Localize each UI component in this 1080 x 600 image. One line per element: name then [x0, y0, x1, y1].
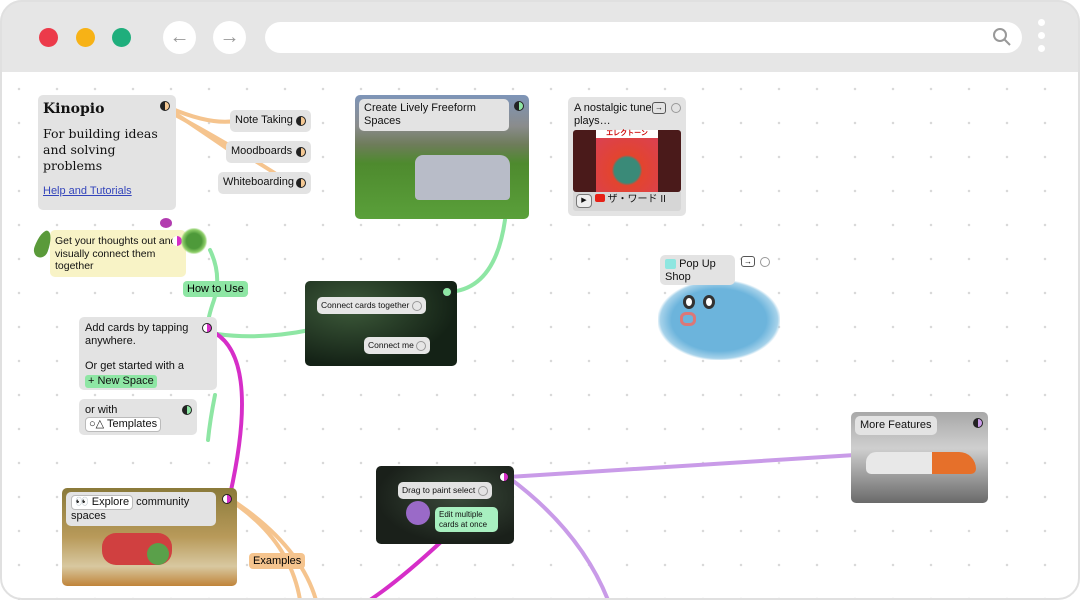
- new-space-button[interactable]: + New Space: [85, 374, 157, 388]
- paint-select-card[interactable]: Drag to paint select Edit multiple cards…: [376, 466, 514, 544]
- popup-shop-image: [658, 280, 780, 360]
- open-link-icon[interactable]: →: [652, 102, 666, 114]
- connector-icon[interactable]: [973, 418, 983, 428]
- moodboards-card[interactable]: Moodboards: [226, 141, 311, 163]
- minimize-window-button[interactable]: [76, 28, 95, 47]
- connection-line: [215, 328, 312, 339]
- explore-card[interactable]: 👀 Explore community spaces: [62, 488, 237, 586]
- button-label: Explore: [91, 496, 130, 508]
- browser-toolbar: ← →: [0, 0, 1080, 72]
- connection-line: [446, 218, 507, 294]
- youtube-icon: [594, 194, 605, 202]
- connector-icon[interactable]: [296, 147, 306, 157]
- arrow-left-icon: ←: [169, 26, 190, 48]
- card-label: Note Taking: [235, 114, 293, 126]
- card-title: More Features: [855, 416, 937, 436]
- arrow-right-icon: →: [219, 26, 240, 48]
- explore-button[interactable]: 👀 Explore: [71, 495, 134, 511]
- address-bar[interactable]: [265, 22, 1022, 53]
- card-text: Pop Up Shop: [665, 258, 716, 284]
- connection-line: [506, 475, 610, 600]
- connect-me-card[interactable]: Connect me: [364, 337, 431, 354]
- connector-icon[interactable]: [202, 323, 212, 333]
- connector-icon[interactable]: [296, 178, 306, 188]
- race-car-image: [866, 452, 976, 474]
- card-text: community spaces: [71, 496, 190, 523]
- add-cards-card[interactable]: Add cards by tapping anywhere. Or get st…: [79, 317, 217, 390]
- album-thumbnail: エレクトーン: [573, 130, 681, 192]
- plant-sticker: [180, 228, 208, 254]
- kinopio-card[interactable]: Kinopio For building ideas and solving p…: [38, 95, 176, 210]
- flower-image: [406, 501, 430, 525]
- connection-line: [206, 393, 217, 442]
- card-label: Moodboards: [231, 145, 293, 157]
- flower-sticker: [160, 218, 172, 228]
- card-text: Edit multiple cards at once: [439, 510, 488, 529]
- how-to-use-label[interactable]: How to Use: [183, 281, 248, 297]
- frog-toy: [147, 543, 169, 565]
- card-title: Kinopio: [43, 101, 105, 117]
- popup-shop-card[interactable]: Pop Up Shop: [660, 255, 735, 285]
- connection-line: [213, 331, 244, 497]
- connector-icon[interactable]: [416, 340, 427, 351]
- connector-icon[interactable]: [182, 405, 192, 415]
- or-with-card[interactable]: or with ○△ Templates: [79, 399, 197, 435]
- whiteboarding-card[interactable]: Whiteboarding: [218, 172, 311, 194]
- card-text: Drag to paint select: [402, 485, 476, 495]
- explore-title: 👀 Explore community spaces: [66, 492, 216, 527]
- connector-icon[interactable]: [296, 116, 306, 126]
- nostalgic-tune-card[interactable]: A nostalgic tune plays… → エレクトーン ▶ ザ・ワード…: [568, 97, 686, 216]
- help-link[interactable]: Help and Tutorials: [43, 184, 132, 197]
- lively-spaces-card[interactable]: Create Lively Freeform Spaces: [355, 95, 529, 219]
- card-text: or with: [85, 404, 118, 416]
- forward-button[interactable]: →: [213, 21, 246, 54]
- more-features-card[interactable]: More Features: [851, 412, 988, 503]
- connector-icon[interactable]: [160, 101, 170, 111]
- card-text: Get your thoughts out and visually conne…: [55, 235, 177, 273]
- connect-cards-card[interactable]: Connect cards together Connect me: [305, 281, 457, 366]
- close-window-button[interactable]: [39, 28, 58, 47]
- connector-icon[interactable]: [514, 101, 524, 111]
- connector-icon[interactable]: [477, 485, 488, 496]
- connection-line: [368, 538, 445, 600]
- card-label: Whiteboarding: [223, 176, 294, 188]
- open-link-icon[interactable]: →: [741, 256, 755, 267]
- templates-button[interactable]: ○△ Templates: [85, 417, 162, 433]
- connection-line: [506, 453, 857, 479]
- album-title: エレクトーン: [596, 130, 658, 139]
- connector-icon[interactable]: [499, 472, 509, 482]
- more-menu-icon[interactable]: [1038, 19, 1048, 58]
- card-text: Connect cards together: [321, 300, 410, 310]
- search-icon[interactable]: [992, 27, 1012, 47]
- edit-multiple-card[interactable]: Edit multiple cards at once: [435, 507, 498, 533]
- thoughts-card[interactable]: Get your thoughts out and visually conne…: [50, 230, 186, 277]
- card-text: A nostalgic tune plays…: [574, 102, 652, 128]
- card-title: Create Lively Freeform Spaces: [359, 99, 509, 132]
- video-title: ザ・ワード II: [607, 194, 666, 205]
- connector-icon[interactable]: [760, 257, 770, 267]
- connection-line: [230, 498, 318, 600]
- note-taking-card[interactable]: Note Taking: [230, 110, 311, 132]
- connect-together-card[interactable]: Connect cards together: [317, 297, 426, 314]
- card-text: Add cards by tapping anywhere.: [85, 322, 189, 348]
- card-text: Connect me: [368, 340, 414, 350]
- connector-icon[interactable]: [411, 300, 422, 311]
- tagline: For building ideas and solving problems: [43, 125, 158, 174]
- van-image: [415, 155, 510, 200]
- back-button[interactable]: ←: [163, 21, 196, 54]
- maximize-window-button[interactable]: [112, 28, 131, 47]
- smile-icon: [665, 259, 676, 270]
- eyes-icon: 👀: [75, 496, 89, 508]
- connector-icon[interactable]: [222, 494, 232, 504]
- connector-icon[interactable]: [442, 287, 452, 297]
- connector-icon[interactable]: [671, 103, 681, 113]
- connector-icon[interactable]: [172, 236, 182, 246]
- play-button[interactable]: ▶: [576, 194, 592, 208]
- card-text: Or get started with a: [85, 360, 185, 373]
- drag-paint-card[interactable]: Drag to paint select: [398, 482, 492, 499]
- examples-label[interactable]: Examples: [249, 553, 306, 569]
